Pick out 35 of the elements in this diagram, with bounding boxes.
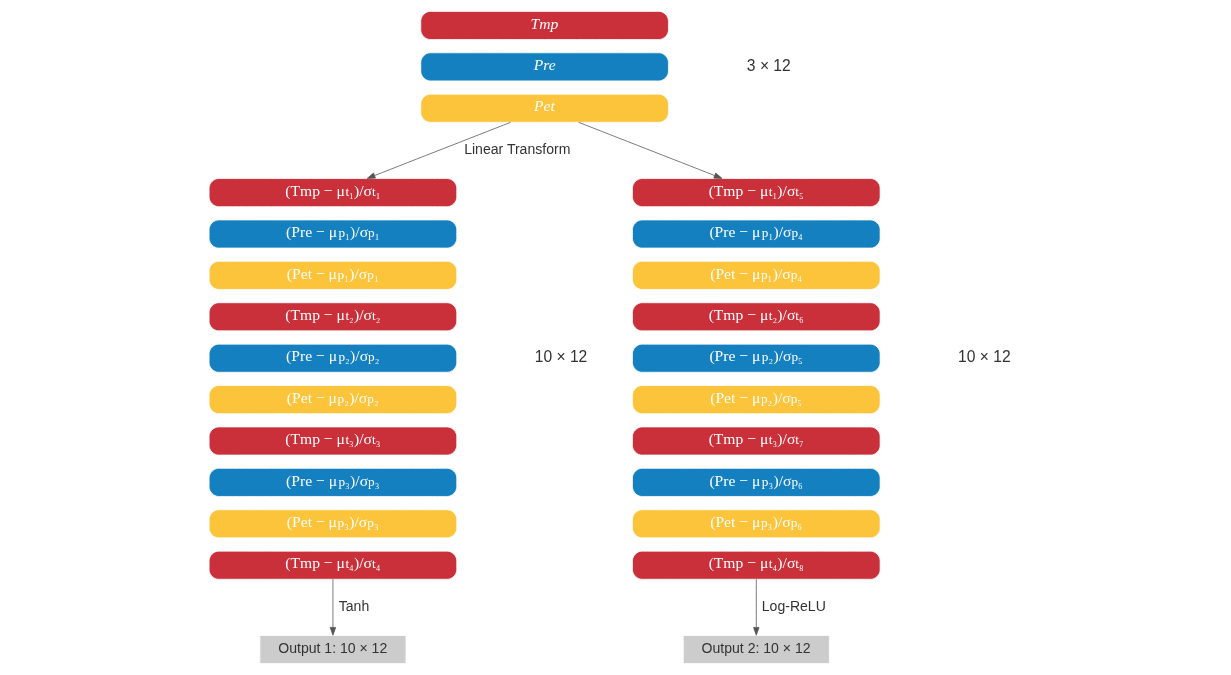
edge-label: Linear Transform <box>464 140 571 157</box>
node-box: (Pet − μp₃)/σp₃ <box>208 509 458 539</box>
node-box: (Tmp − μt₂)/σt₂ <box>208 302 458 332</box>
arrow <box>366 121 511 179</box>
node-box: (Tmp − μt₄)/σt₈ <box>632 550 881 580</box>
node-box: (Tmp − μt₃)/σt₃ <box>208 426 458 456</box>
node-box: (Pet − μp₁)/σp₁ <box>208 260 458 290</box>
node-box: (Pre − μp₂)/σp₅ <box>632 343 881 373</box>
arrow <box>753 578 760 636</box>
node-box: (Pre − μp₃)/σp₆ <box>632 467 881 497</box>
node-box: (Tmp − μt₁)/σt₁ <box>208 178 458 208</box>
node-box: (Tmp − μt₁)/σt₅ <box>632 178 881 208</box>
node-box: Tmp <box>420 11 669 40</box>
node-box: Pre <box>420 52 669 82</box>
node-box: (Pre − μp₁)/σp₁ <box>208 219 458 249</box>
node-box: (Tmp − μt₂)/σt₆ <box>632 302 881 332</box>
node-box: (Tmp − μt₃)/σt₇ <box>632 426 881 456</box>
node-box: Output 2: 10 × 12 <box>682 635 830 664</box>
node-box: (Pet − μp₂)/σp₂ <box>208 385 458 415</box>
node-box: (Pet − μp₂)/σp₅ <box>632 385 881 415</box>
node-box: Pet <box>420 93 669 123</box>
node-box: (Tmp − μt₄)/σt₄ <box>208 550 458 580</box>
edge-label: Tanh <box>338 597 370 614</box>
node-box: (Pre − μp₃)/σp₃ <box>208 467 458 497</box>
node-box: (Pet − μp₃)/σp₆ <box>632 509 881 539</box>
node-box: (Pre − μp₂)/σp₂ <box>208 343 458 373</box>
arrow <box>578 121 723 179</box>
label: 10 × 12 <box>534 348 588 366</box>
edge-label: Log-ReLU <box>761 597 826 614</box>
node-box: (Pre − μp₁)/σp₄ <box>632 219 881 249</box>
label: 10 × 12 <box>958 348 1011 366</box>
label: 3 × 12 <box>746 56 791 74</box>
arrow <box>329 578 337 636</box>
node-box: (Pet − μp₁)/σp₄ <box>632 260 881 290</box>
node-box: Output 1: 10 × 12 <box>259 635 407 664</box>
